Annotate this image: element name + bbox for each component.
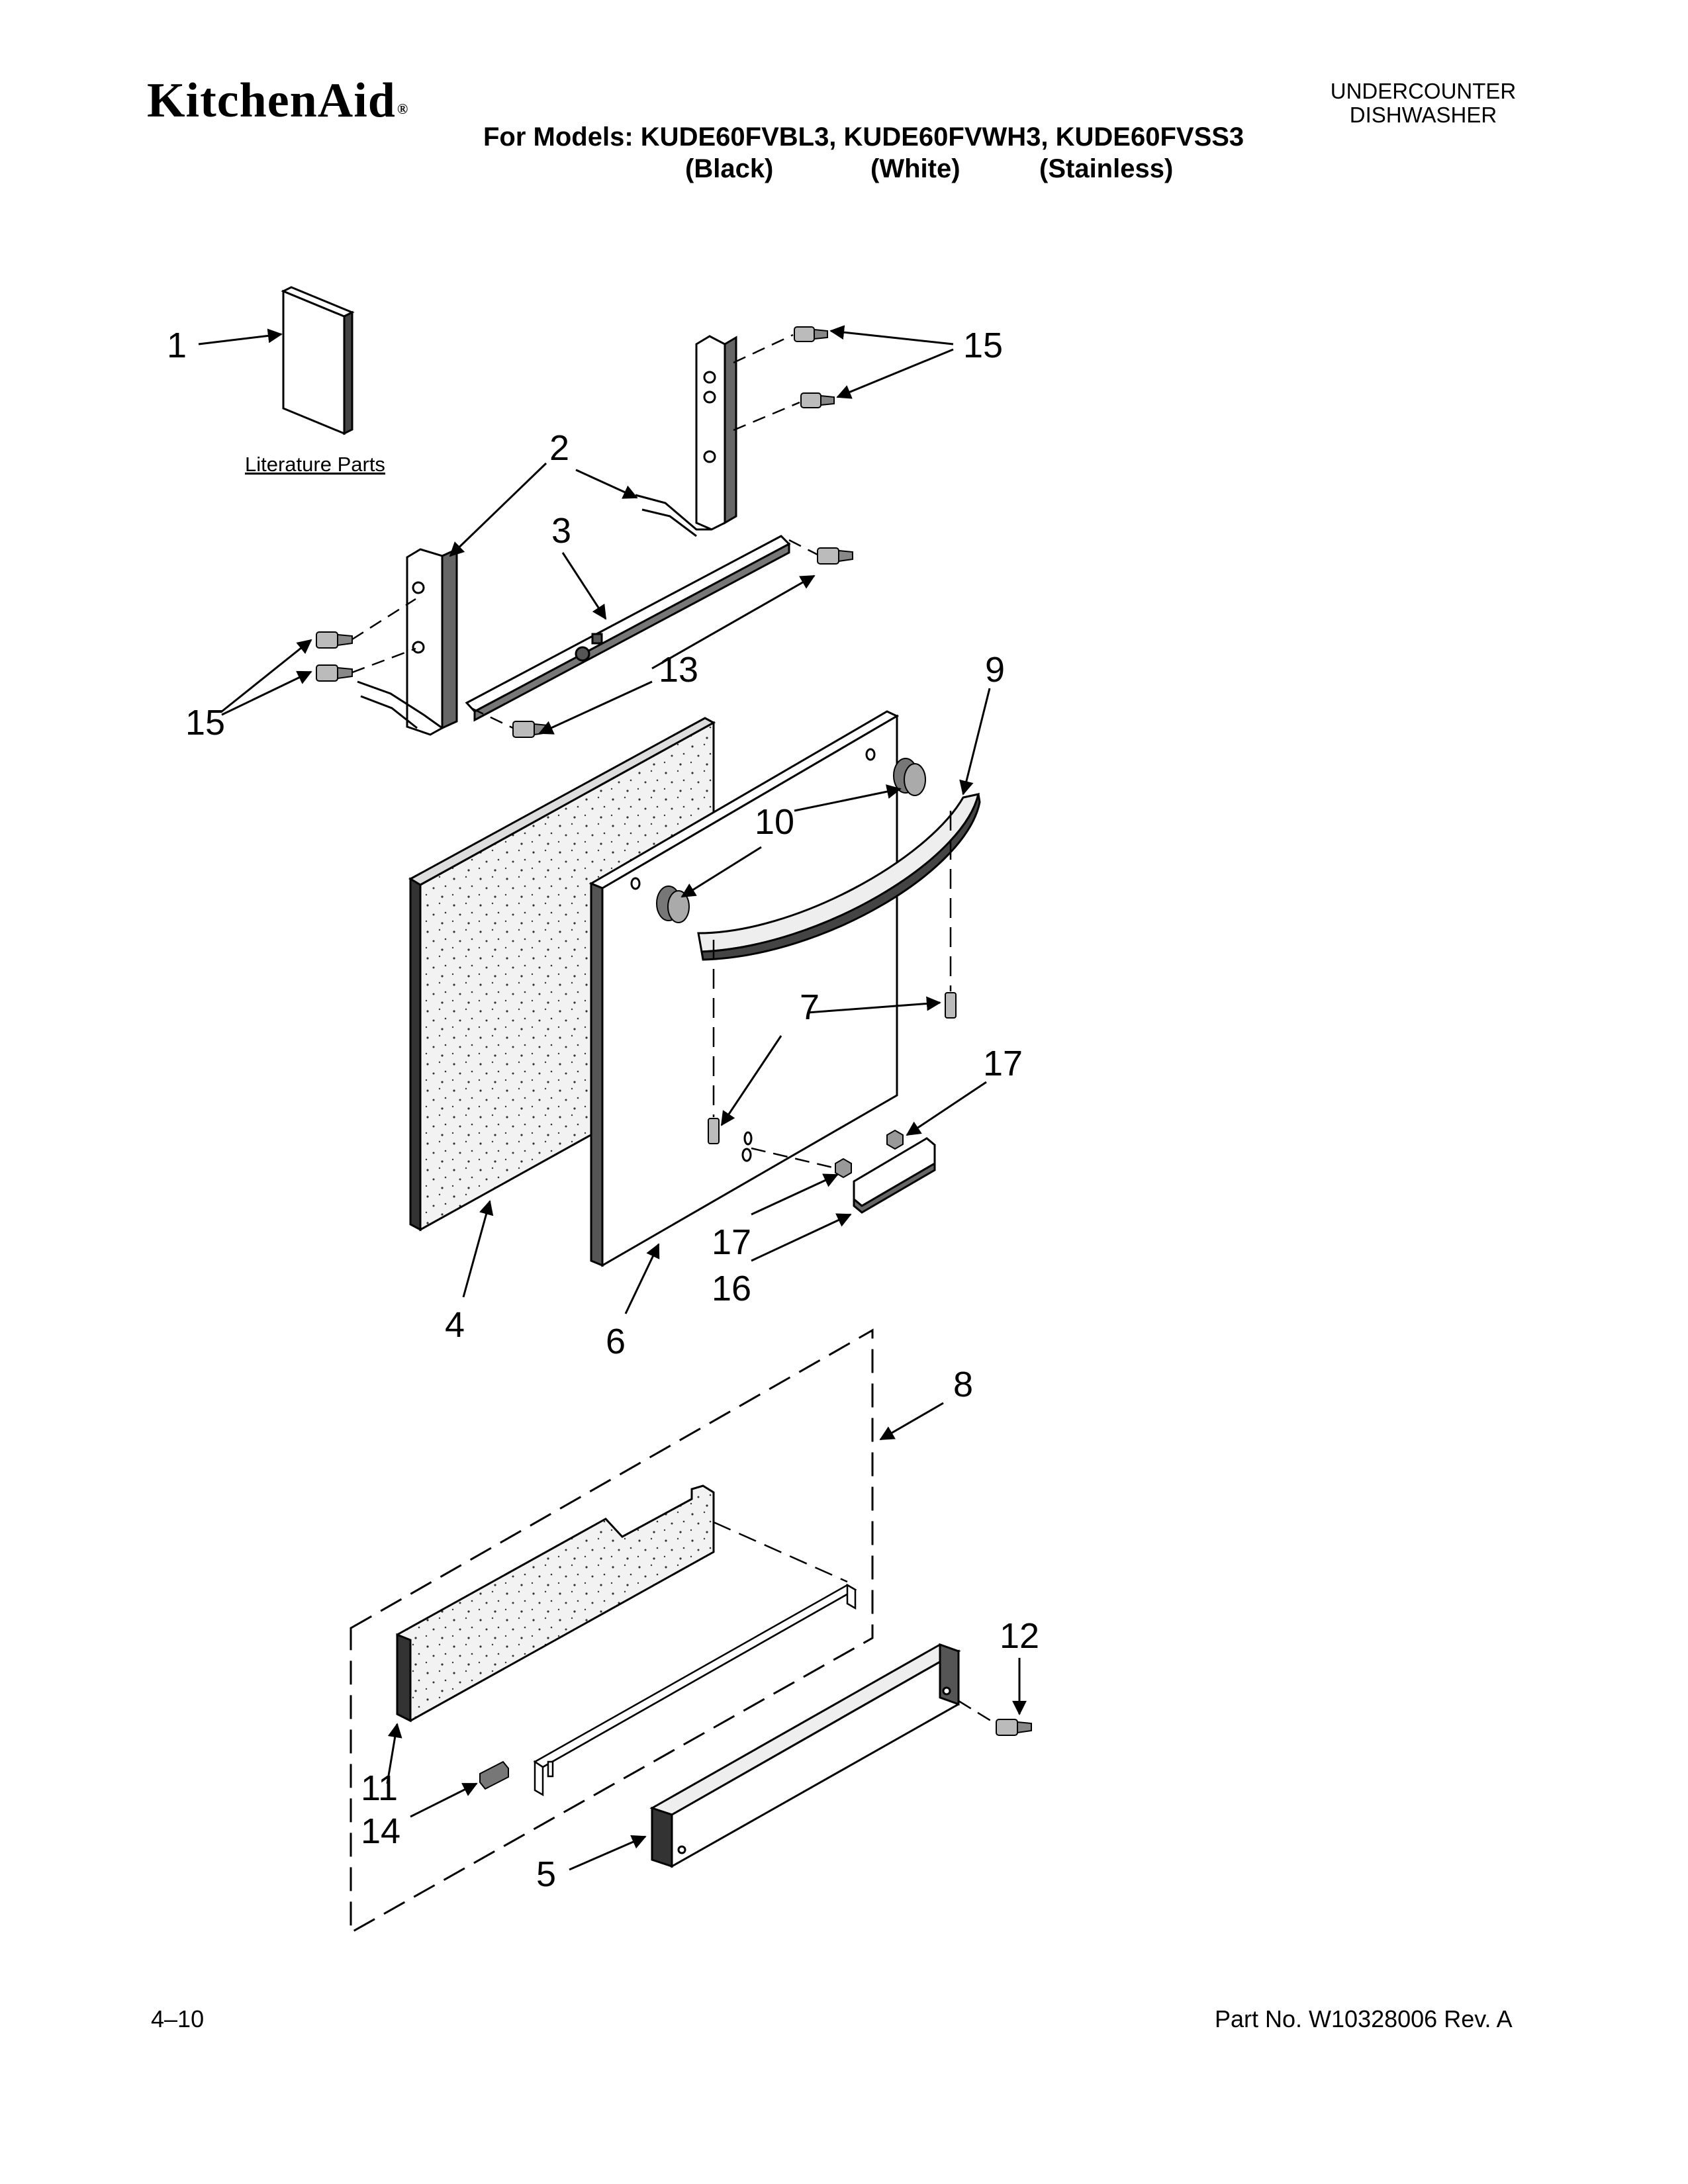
- registered-mark: ®: [397, 101, 409, 117]
- model-finish: (White): [870, 154, 961, 183]
- brand-logo: KitchenAid®: [147, 73, 408, 129]
- callout-nut-right: 17: [983, 1044, 1023, 1083]
- toekick-screw-path: [958, 1700, 997, 1725]
- outer-door-panel: [588, 710, 900, 1267]
- hinge-bracket-left: [357, 547, 458, 736]
- doc-type-line2: DISHWASHER: [1349, 103, 1497, 127]
- hinge-bracket-right: [635, 335, 737, 537]
- handle-standoff-right: [893, 758, 926, 796]
- screw-bar-right: [817, 547, 853, 565]
- model-finish: (Stainless): [1039, 154, 1174, 183]
- nut-left: [835, 1158, 852, 1179]
- callout-outer-door-panel: 6: [606, 1322, 626, 1361]
- callout-door-handle: 9: [985, 650, 1005, 690]
- nut-path: [751, 1147, 836, 1169]
- bracket-path: [713, 1521, 848, 1583]
- screw-left-2: [316, 664, 353, 682]
- callout-hinge-screw-top: 15: [963, 326, 1003, 365]
- leader-arrows: [198, 325, 1027, 1871]
- screw-paths: [352, 334, 818, 729]
- toe-panel-insulation: [396, 1484, 715, 1723]
- callout-toe-panel-assembly: 8: [953, 1365, 973, 1404]
- screw-toekick: [996, 1719, 1032, 1736]
- screw-bar-left: [512, 721, 549, 738]
- callout-mounting-clip: 14: [361, 1811, 400, 1851]
- callout-badge: 16: [712, 1269, 751, 1308]
- callout-handle-screw: 7: [800, 987, 820, 1027]
- screw-left-1: [316, 631, 353, 649]
- literature-booklet: [281, 286, 355, 435]
- callout-hinge-bracket: 2: [549, 428, 569, 468]
- door-handle: [697, 793, 981, 961]
- toe-kick-panel: [649, 1643, 961, 1868]
- callout-handle-standoff: 10: [755, 802, 794, 842]
- screw-top-1: [794, 326, 828, 342]
- callout-bar-screw: 13: [659, 650, 698, 690]
- model-number: KUDE60FVBL3,: [640, 122, 837, 152]
- support-bar: [465, 535, 791, 722]
- document-type: UNDERCOUNTER DISHWASHER: [1297, 79, 1549, 127]
- handle-screw-paths: [712, 811, 952, 1117]
- part-number: Part No. W10328006 Rev. A: [1215, 2005, 1513, 2032]
- handle-screw-right: [945, 992, 957, 1019]
- toe-panel-bracket: [533, 1583, 857, 1797]
- doc-type-line1: UNDERCOUNTER: [1330, 79, 1517, 103]
- handle-standoff-left: [656, 886, 690, 923]
- door-badge: [853, 1137, 936, 1214]
- page-number: 4–10: [151, 2005, 205, 2032]
- nut-right: [886, 1129, 904, 1150]
- callout-nut-left: 17: [712, 1222, 751, 1262]
- callout-support-bar: 3: [551, 511, 571, 551]
- models-prefix: For Models:: [483, 122, 633, 152]
- model-number: KUDE60FVSS3: [1055, 122, 1244, 152]
- handle-screw-left: [708, 1118, 720, 1144]
- callout-hinge-screw-left: 15: [185, 703, 225, 743]
- callout-toe-insulation: 11: [361, 1768, 398, 1808]
- models-heading: For Models: KUDE60FVBL3, KUDE60FVWH3, KU…: [483, 122, 1244, 152]
- screw-top-2: [800, 392, 835, 408]
- literature-parts-label: Literature Parts: [245, 453, 385, 476]
- brand-name: KitchenAid: [147, 73, 396, 128]
- callout-toekick-screw: 12: [1000, 1616, 1039, 1656]
- model-number: KUDE60FVWH3,: [843, 122, 1049, 152]
- callout-insulation-panel: 4: [445, 1305, 465, 1345]
- toe-panel-assembly-outline: [350, 1328, 874, 1934]
- callout-literature: 1: [167, 326, 187, 365]
- callout-toe-kick-panel: 5: [536, 1854, 556, 1894]
- model-finish: (Black): [685, 154, 774, 183]
- mounting-clip: [479, 1760, 509, 1790]
